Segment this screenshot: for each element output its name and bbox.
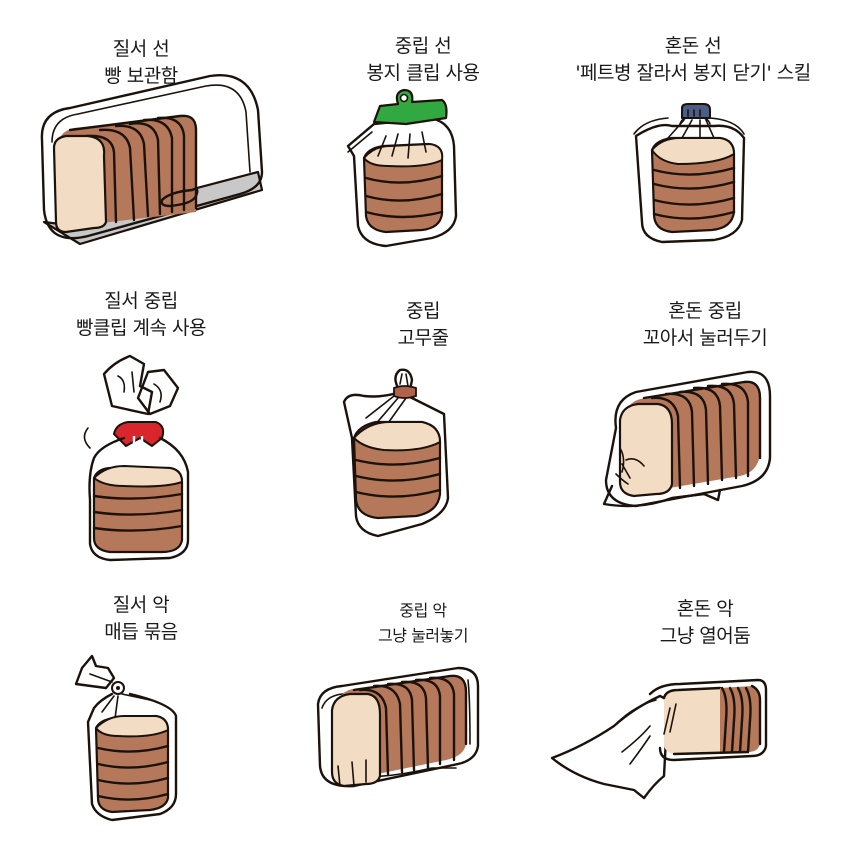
alignment-title: 혼돈 중립 — [668, 300, 742, 322]
alignment-title: 중립 선 — [394, 35, 452, 57]
cell-label: 중립 선 봉지 클립 사용 — [323, 33, 523, 87]
cell-neutral-evil: 중립 악 그냥 눌러놓기 — [282, 576, 564, 864]
method-caption: 빵클립 계속 사용 — [76, 317, 206, 339]
cell-true-neutral: 중립 고무줄 — [282, 288, 564, 576]
method-caption: 봉지 클립 사용 — [366, 62, 480, 84]
cell-label: 혼돈 악 그냥 열어둠 — [605, 596, 805, 650]
alignment-title: 질서 악 — [112, 594, 170, 616]
cell-label: 질서 중립 빵클립 계속 사용 — [36, 288, 246, 342]
cell-label: 질서 악 매듭 묶음 — [41, 592, 241, 646]
method-caption: 빵 보관함 — [104, 65, 178, 87]
cell-chaotic-neutral: 혼돈 중립 꼬아서 눌러두기 — [564, 288, 847, 576]
cell-lawful-neutral: 질서 중립 빵클립 계속 사용 — [0, 288, 282, 576]
bread-tag-clip-illustration — [83, 354, 190, 562]
cell-label: 혼돈 중립 꼬아서 눌러두기 — [605, 298, 805, 352]
method-caption: 그냥 눌러놓기 — [378, 626, 468, 645]
rubber-band-illustration — [342, 368, 450, 538]
left-open-illustration — [550, 678, 768, 800]
alignment-title: 중립 — [406, 300, 440, 322]
method-caption: '페트병 잘라서 봉지 닫기' 스킬 — [575, 62, 811, 84]
alignment-title: 혼돈 선 — [664, 35, 722, 57]
cell-lawful-evil: 질서 악 매듭 묶음 — [0, 576, 282, 864]
twist-and-press-illustration — [602, 370, 772, 508]
cell-label: 중립 고무줄 — [323, 298, 523, 352]
method-caption: 고무줄 — [397, 327, 449, 349]
alignment-title: 중립 악 — [399, 601, 447, 620]
method-caption: 꼬아서 눌러두기 — [642, 327, 768, 349]
alignment-title: 혼돈 악 — [676, 598, 734, 620]
cell-lawful-good: 질서 선 빵 보관함 — [0, 0, 282, 288]
cell-label: 질서 선 빵 보관함 — [41, 36, 241, 90]
alignment-title: 질서 선 — [112, 38, 170, 60]
method-caption: 그냥 열어둠 — [659, 625, 751, 647]
just-pressed-illustration — [316, 666, 480, 788]
knot-tied-illustration — [74, 654, 178, 822]
cell-neutral-good: 중립 선 봉지 클립 사용 — [282, 0, 564, 288]
cell-label: 혼돈 선 '페트병 잘라서 봉지 닫기' 스킬 — [558, 33, 828, 87]
bag-clip-illustration — [346, 88, 458, 248]
pet-bottle-illustration — [633, 103, 746, 244]
alignment-title: 질서 중립 — [104, 290, 178, 312]
cell-chaotic-good: 혼돈 선 '페트병 잘라서 봉지 닫기' 스킬 — [564, 0, 847, 288]
cell-label: 중립 악 그냥 눌러놓기 — [323, 598, 523, 648]
cell-chaotic-evil: 혼돈 악 그냥 열어둠 — [550, 576, 847, 864]
method-caption: 매듭 묶음 — [104, 621, 178, 643]
bread-box-illustration — [40, 74, 264, 246]
